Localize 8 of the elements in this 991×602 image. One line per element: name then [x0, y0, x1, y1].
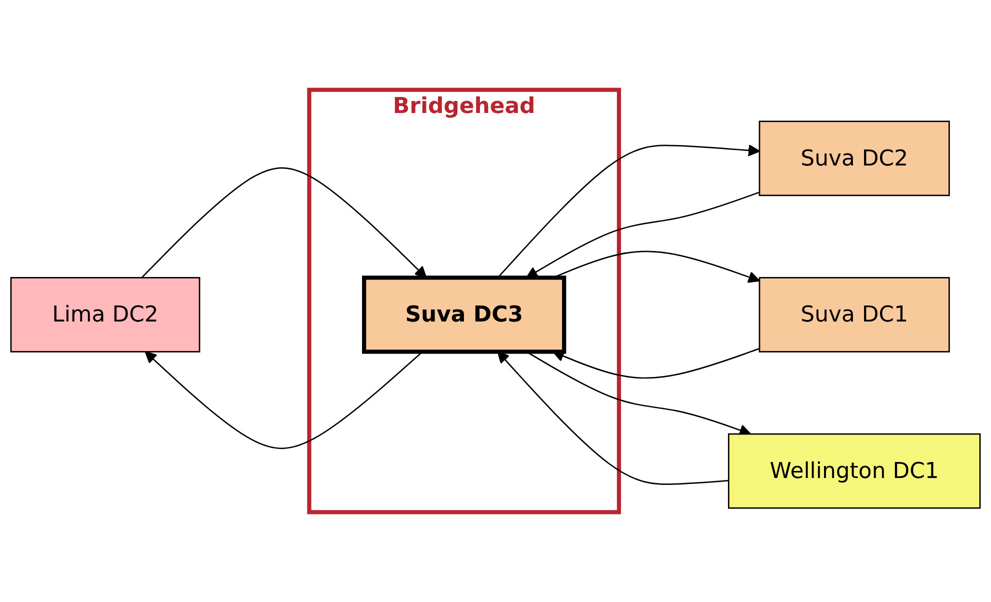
node-box: Suva DC3: [362, 276, 566, 354]
arrow: [552, 348, 760, 379]
arrow: [144, 351, 423, 450]
node-box: Lima DC2: [10, 277, 200, 352]
node-box: Wellington DC1: [728, 433, 981, 509]
node-box: Suva DC1: [758, 277, 950, 352]
node-box: Suva DC2: [758, 120, 950, 196]
arrow: [141, 167, 427, 278]
